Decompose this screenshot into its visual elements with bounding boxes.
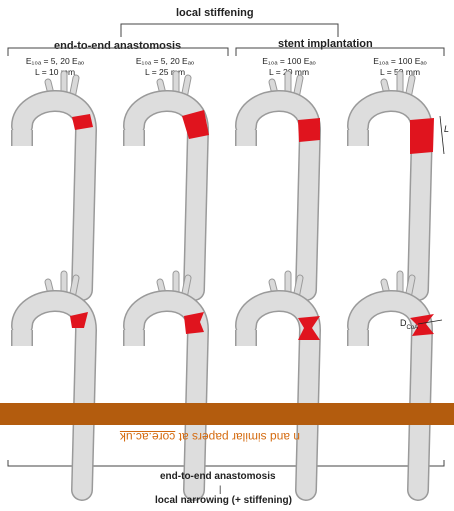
diameter-sub: CoA [407,325,419,331]
bottom-title: local narrowing (+ stiffening) [155,495,292,506]
diameter-label: DCoA [400,318,418,331]
aorta-top-2 [134,74,209,290]
length-arrow [440,116,444,154]
anastomosis-bracket [8,48,228,56]
aorta-bottom-3 [246,274,320,490]
length-marker: L [444,124,449,134]
aorta-bottom-1 [22,274,88,490]
mirrored-text: n and similar papers at [179,430,300,444]
overlay-banner [0,403,454,425]
top-bracket [121,24,338,37]
aorta-bottom-4 [358,274,442,490]
bottom-separator: | [219,484,221,494]
aorta-top-3 [246,74,320,290]
mirrored-link[interactable]: core.ac.uk [120,430,175,444]
stent-bracket [236,48,444,56]
mirrored-banner-text[interactable]: n and similar papers at core.ac.uk [0,430,300,444]
aorta-top-1 [22,74,93,290]
stiff-segment-4 [410,118,434,154]
stiff-segment-3 [298,118,320,142]
bottom-group-title: end-to-end anastomosis [160,471,276,482]
aorta-bottom-2 [134,274,204,490]
aorta-top-4 [358,74,444,290]
